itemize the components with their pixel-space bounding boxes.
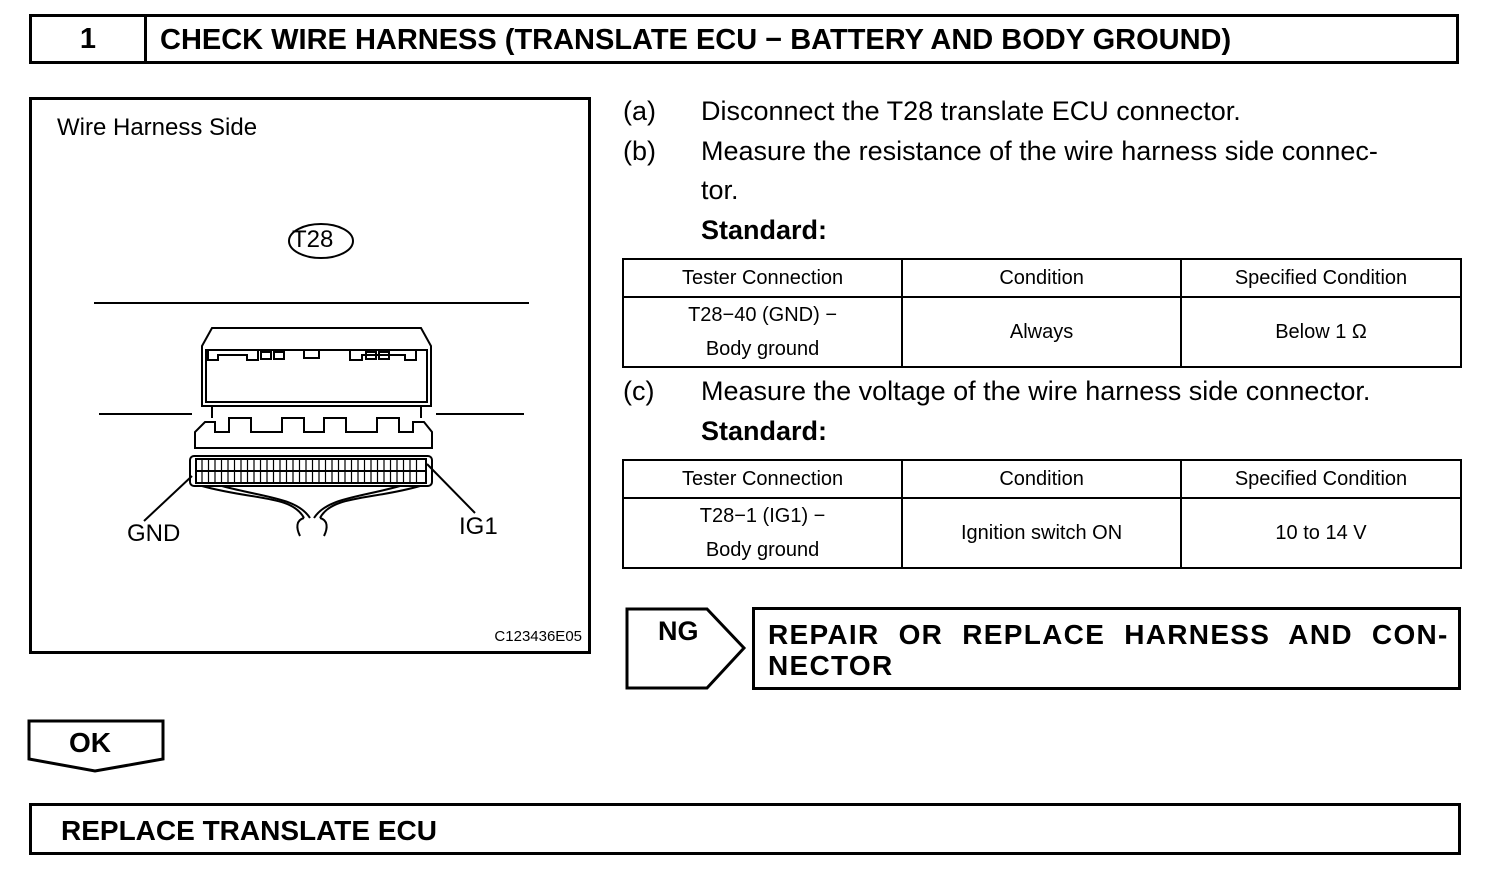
table-header: Specified Condition [1180,459,1462,499]
step-number: 1 [32,17,147,61]
ng-result-box: REPAIR OR REPLACE HARNESS AND CON- NECTO… [752,607,1461,690]
condition-cell: Ignition switch ON [901,497,1183,569]
step-c-text: Measure the voltage of the wire harness … [701,376,1371,406]
final-action-box: REPLACE TRANSLATE ECU [29,803,1461,855]
step-header: 1 CHECK WIRE HARNESS (TRANSLATE ECU − BA… [29,14,1459,64]
table-header: Specified Condition [1180,258,1462,298]
table-header: Tester Connection [621,258,904,298]
final-action-text: REPLACE TRANSLATE ECU [61,815,437,846]
tester-connection-cell: T28−1 (IG1) − Body ground [621,497,904,569]
tester-connection-line2: Body ground [705,338,820,360]
table-header: Tester Connection [621,459,904,499]
tester-connection-line1: T28−1 (IG1) − [699,505,826,527]
ng-result-line1: REPAIR OR REPLACE HARNESS AND CON- [768,619,1449,650]
step-a-letter: (a) [623,96,656,126]
step-c-letter: (c) [623,376,655,406]
step-b-text-line2: tor. [701,175,739,205]
table-header: Condition [901,258,1183,298]
ig1-pin-label: IG1 [459,513,498,540]
specified-condition-cell: Below 1 Ω [1180,296,1462,368]
connector-label: T28 [292,226,334,253]
resistance-spec-table: Tester Connection Condition Specified Co… [621,258,1462,368]
ng-label: NG [658,616,699,646]
ng-arrow-icon [625,607,747,690]
ok-label: OK [69,727,111,758]
step-a-text: Disconnect the T28 translate ECU connect… [701,96,1241,126]
ng-result-line2: NECTOR [768,650,894,681]
voltage-spec-table: Tester Connection Condition Specified Co… [621,459,1462,569]
table-header: Condition [901,459,1183,499]
step-b-text-line1: Measure the resistance of the wire harne… [701,136,1378,166]
connector-illustration [94,223,529,537]
specified-condition-cell: 10 to 14 V [1180,497,1462,569]
condition-cell: Always [901,296,1183,368]
step-b-letter: (b) [623,136,656,166]
gnd-pin-label: GND [127,520,181,547]
tester-connection-line2: Body ground [705,539,820,561]
ng-result-text: REPAIR OR REPLACE HARNESS AND CON- NECTO… [768,619,1449,681]
connector-diagram: Wire Harness Side T28 GND IG1 C123436E05 [29,97,591,654]
tester-connection-cell: T28−40 (GND) − Body ground [621,296,904,368]
step-title: CHECK WIRE HARNESS (TRANSLATE ECU − BATT… [160,24,1232,56]
standard-label-resistance: Standard: [701,215,828,245]
diagram-caption: Wire Harness Side [57,114,258,141]
ok-arrow-icon [27,719,165,773]
tester-connection-line1: T28−40 (GND) − [688,304,838,326]
standard-label-voltage: Standard: [701,416,828,446]
figure-id: C123436E05 [494,628,582,645]
